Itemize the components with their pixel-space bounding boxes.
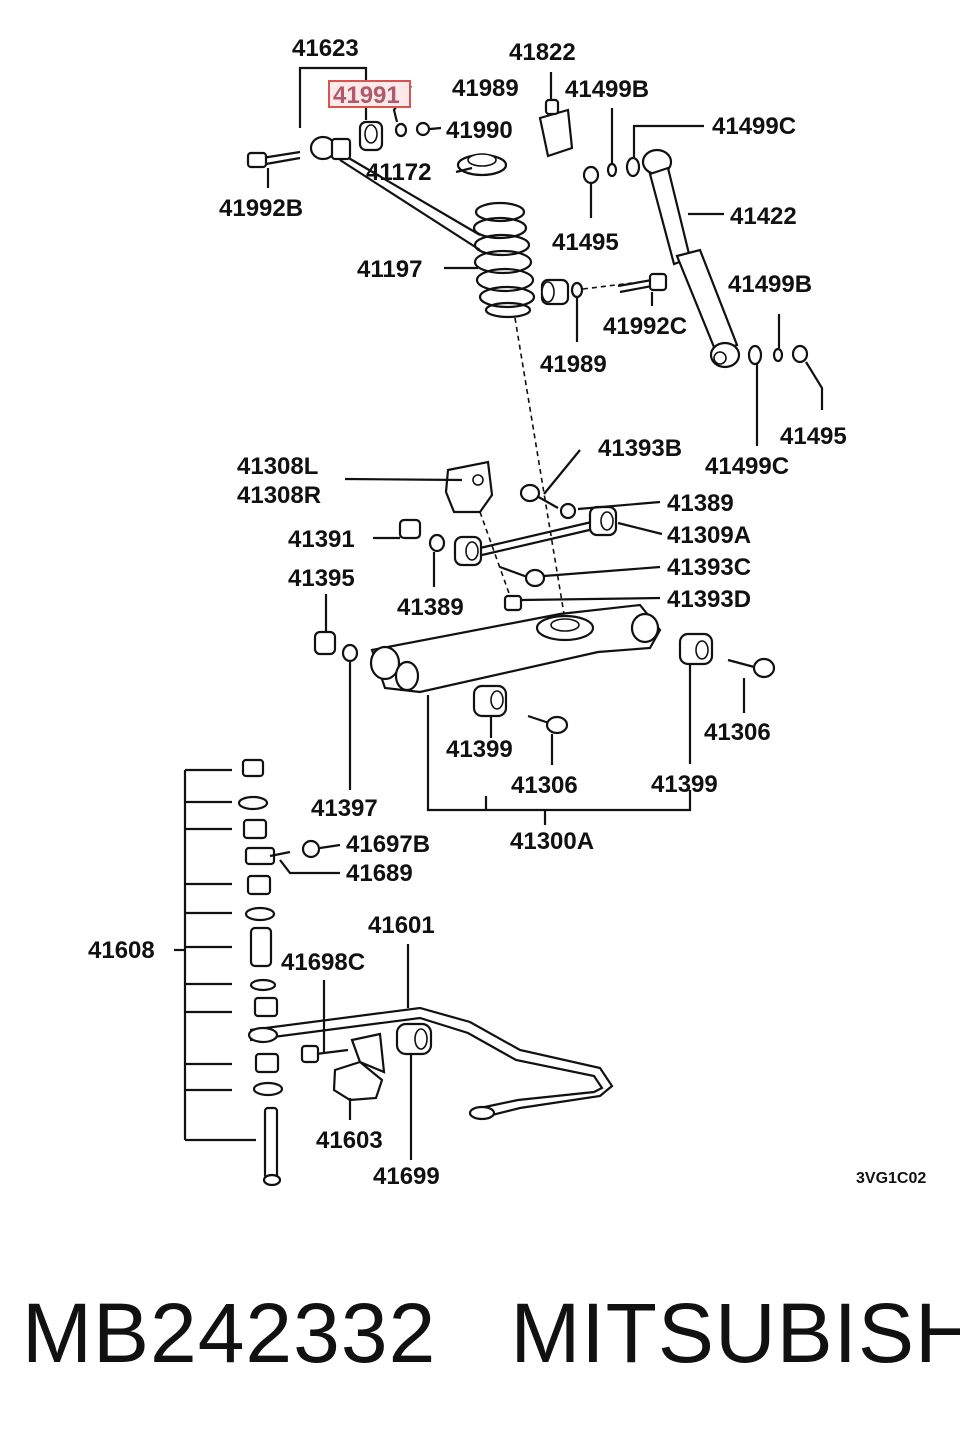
label-41397: 41397 bbox=[311, 795, 378, 822]
label-41499c-mid: 41499C bbox=[705, 453, 789, 480]
label-41495-right: 41495 bbox=[780, 423, 847, 450]
label-41399-right: 41399 bbox=[651, 771, 718, 798]
label-41495-top: 41495 bbox=[552, 229, 619, 256]
lower-arm bbox=[313, 603, 776, 735]
label-41499b-mid: 41499B bbox=[728, 271, 812, 298]
label-41172: 41172 bbox=[366, 159, 431, 186]
label-41393d: 41393D bbox=[667, 586, 751, 613]
label-41991-highlighted: 41991 bbox=[333, 82, 400, 109]
label-41389-right: 41389 bbox=[667, 490, 734, 517]
footer: MB242332 MITSUBISHI bbox=[22, 1285, 960, 1395]
brand-name: MITSUBISHI bbox=[510, 1286, 960, 1380]
spring-lower-bushing bbox=[540, 272, 668, 306]
label-41395: 41395 bbox=[288, 565, 355, 592]
label-41308l: 41308L bbox=[237, 453, 318, 480]
label-41300a: 41300A bbox=[510, 828, 594, 855]
stabilizer-link-stack bbox=[237, 758, 321, 1187]
label-41697b: 41697B bbox=[346, 831, 430, 858]
label-41308r: 41308R bbox=[237, 482, 321, 509]
label-41699: 41699 bbox=[373, 1163, 440, 1190]
label-41989-top: 41989 bbox=[452, 75, 519, 102]
label-41623: 41623 bbox=[292, 35, 359, 62]
stabilizer-bar bbox=[247, 1006, 614, 1121]
coil-spring bbox=[472, 201, 566, 621]
label-41990: 41990 bbox=[446, 117, 513, 144]
part-labels: 41623 41991 41989 41990 41822 41499B 414… bbox=[88, 35, 926, 1190]
label-41393c: 41393C bbox=[667, 554, 751, 581]
label-41499c-top: 41499C bbox=[712, 113, 796, 140]
label-41306-mid: 41306 bbox=[511, 772, 578, 799]
label-41698c: 41698C bbox=[281, 949, 365, 976]
label-41306-right: 41306 bbox=[704, 719, 771, 746]
label-41399-left: 41399 bbox=[446, 736, 513, 763]
label-41197: 41197 bbox=[357, 256, 422, 283]
upper-link-assembly bbox=[246, 120, 481, 251]
part-number: MB242332 bbox=[22, 1286, 437, 1380]
highlight-box bbox=[328, 80, 411, 108]
label-41689: 41689 bbox=[346, 860, 413, 887]
label-41389-left: 41389 bbox=[397, 594, 464, 621]
lateral-rod bbox=[398, 483, 618, 612]
bump-stop bbox=[538, 98, 574, 158]
spring-seat bbox=[456, 153, 508, 177]
label-41601: 41601 bbox=[368, 912, 435, 939]
label-41608: 41608 bbox=[88, 937, 155, 964]
label-41391: 41391 bbox=[288, 526, 355, 553]
leader-lines bbox=[174, 66, 824, 1160]
label-41989-mid: 41989 bbox=[540, 351, 607, 378]
label-41822: 41822 bbox=[509, 39, 576, 66]
drawing-code: 3VG1C02 bbox=[856, 1170, 926, 1187]
label-41603: 41603 bbox=[316, 1127, 383, 1154]
label-41499b-top: 41499B bbox=[565, 76, 649, 103]
label-41992b: 41992B bbox=[219, 195, 303, 222]
label-41422: 41422 bbox=[730, 203, 797, 230]
label-41992c: 41992C bbox=[603, 313, 687, 340]
label-41309a: 41309A bbox=[667, 522, 751, 549]
shock-absorber bbox=[582, 148, 809, 369]
crossmember-bracket bbox=[444, 460, 516, 611]
label-41393b: 41393B bbox=[598, 435, 682, 462]
